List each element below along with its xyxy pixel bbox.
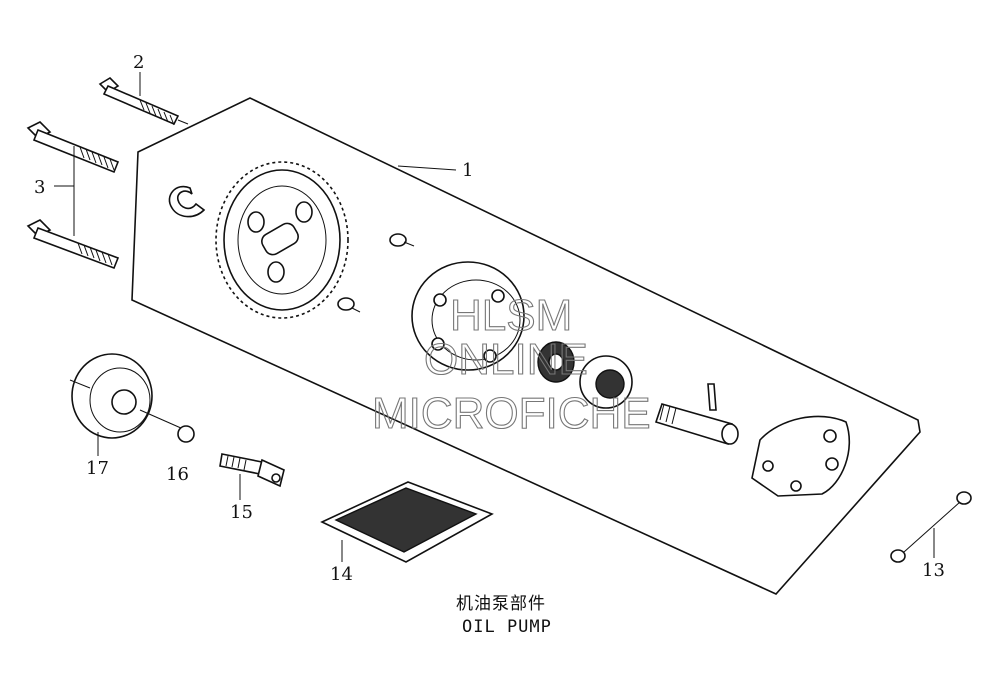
callout-17: 17 [86,458,109,479]
washer-16 [177,425,195,443]
outer-rotor [579,355,633,409]
callout-1: 1 [462,160,473,181]
svg-text:HLSM: HLSM [450,291,572,340]
pump-sprocket [215,161,349,319]
bolt-3-upper [26,121,120,174]
callout-15: 15 [230,502,253,523]
caption-english: OIL PUMP [462,617,552,637]
circlip [168,185,206,218]
bolt-2 [98,76,189,126]
callout-2: 2 [133,52,144,73]
washer-13 [890,491,972,563]
leader-3 [54,146,75,236]
pump-body-panel [131,97,921,595]
bolt-15 [219,453,285,488]
callout-14: 14 [330,564,353,585]
bolt-3-lower [26,219,120,270]
pump-housing [411,261,525,371]
caption-chinese: 机油泵部件 [456,594,546,614]
screw-lower [337,297,361,313]
svg-text:ONLINE: ONLINE [424,335,588,384]
callout-3: 3 [34,177,45,198]
screw-upper [389,233,415,247]
callout-13: 13 [922,560,945,581]
pump-shaft [654,383,739,446]
watermark: HLSM ONLINE MICROFICHE [371,290,651,438]
pump-cover [751,415,851,497]
oil-strainer-14 [320,481,494,563]
svg-text:MICROFICHE: MICROFICHE [372,389,651,438]
pulley-17 [69,353,191,439]
inner-rotor [537,341,575,383]
callout-16: 16 [166,464,189,485]
leader-1 [397,165,457,171]
